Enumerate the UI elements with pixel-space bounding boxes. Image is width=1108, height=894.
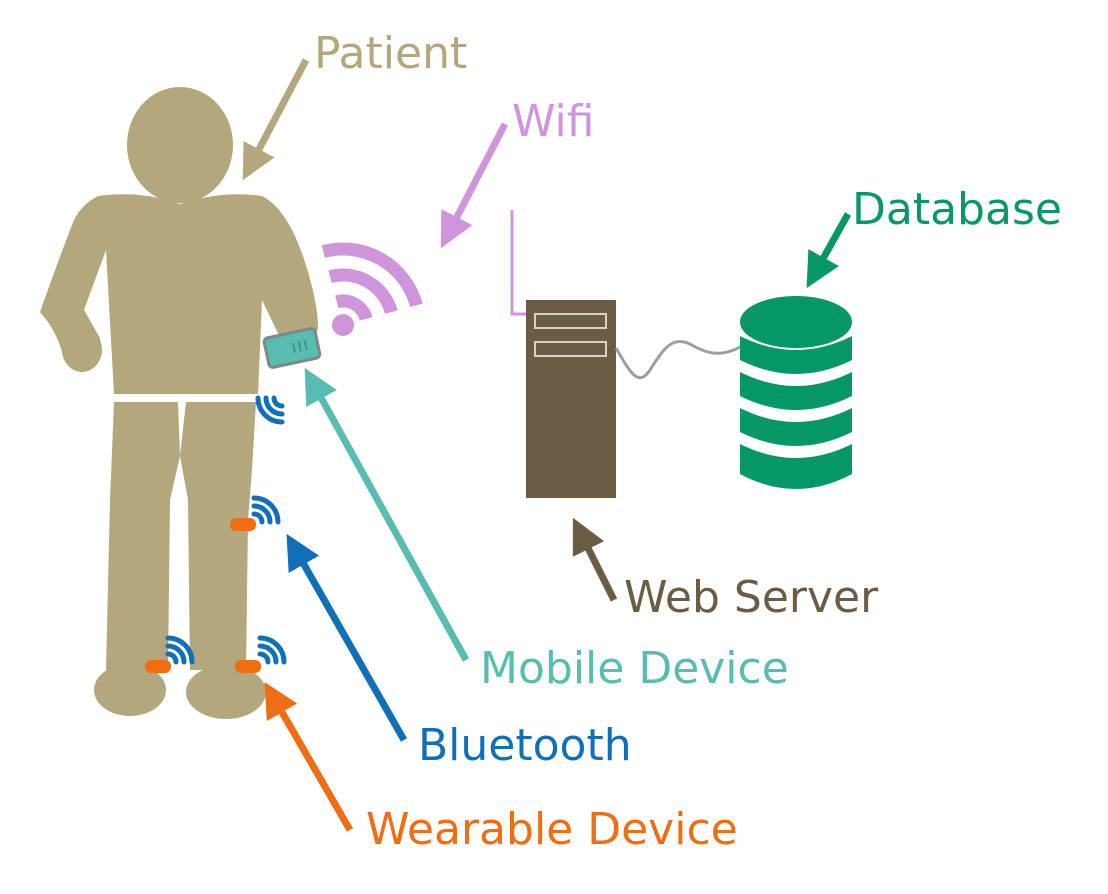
label-web-server: Web Server [624, 572, 879, 623]
patient-torso [40, 194, 318, 394]
mobile-device-icon [262, 327, 322, 369]
patient-right-foot [186, 665, 266, 719]
patient-head [127, 87, 233, 203]
label-bluetooth: Bluetooth [418, 720, 632, 771]
label-wearable-device: Wearable Device [366, 804, 738, 855]
patient-figure [40, 87, 318, 719]
label-patient: Patient [314, 28, 468, 79]
label-database: Database [852, 184, 1062, 235]
patient-left-leg [106, 402, 180, 670]
label-wifi: Wifi [512, 96, 595, 147]
label-mobile-device: Mobile Device [480, 643, 789, 694]
patient-left-foot [94, 664, 166, 716]
patient-right-leg [180, 402, 256, 670]
wifi-signal-icon [321, 242, 423, 336]
mobile-device-arrow [304, 367, 470, 662]
server-database-cable [614, 340, 743, 380]
wifi-arrow [440, 122, 509, 249]
database-icon [740, 296, 852, 489]
web-server-icon [510, 210, 616, 498]
web-server-arrow [572, 517, 618, 602]
patient-left-hand [62, 328, 102, 372]
database-arrow [806, 212, 852, 289]
wearable-device-icon [145, 518, 261, 673]
wearable-device-arrow [264, 681, 354, 832]
patient-arrow [242, 58, 310, 181]
bluetooth-signal-icon [165, 395, 287, 665]
bluetooth-arrow [286, 533, 408, 742]
